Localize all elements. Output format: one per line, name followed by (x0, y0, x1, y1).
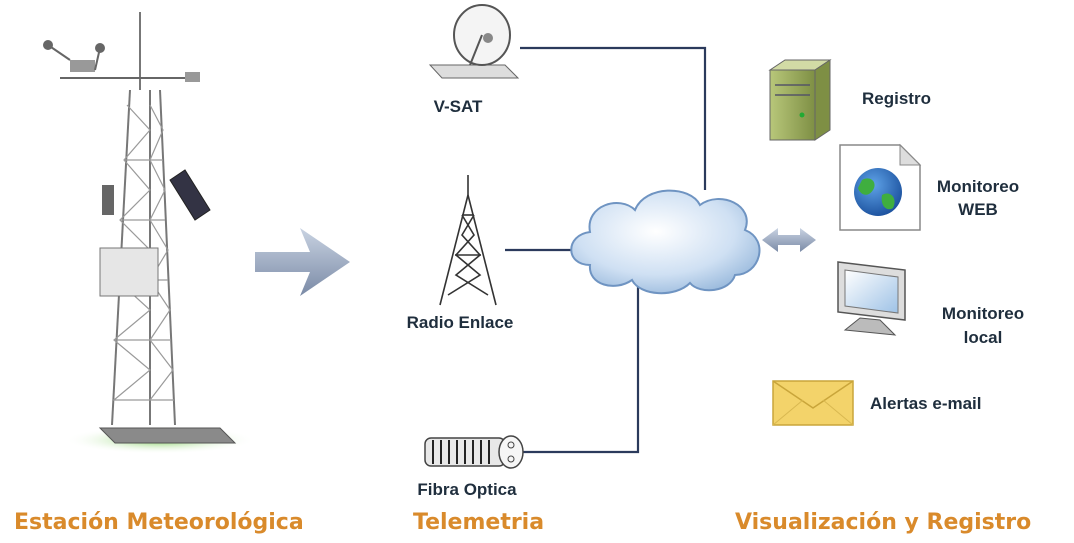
server-icon (768, 59, 832, 141)
radio-link-label: Radio Enlace (406, 313, 514, 332)
fiber-optic-label: Fibra Optica (417, 480, 517, 499)
monitoreo-local-label-line2: local (963, 328, 1003, 347)
monitor-icon (837, 261, 906, 336)
alertas-email-label: Alertas e-mail (870, 394, 982, 413)
flow-arrow-icon (255, 228, 350, 296)
section-station-title: Estación Meteorológica (14, 510, 304, 535)
cloud-network-icon (570, 189, 761, 295)
section-visualization-title: Visualización y Registro (735, 510, 1032, 535)
vsat-label: V-SAT (433, 97, 483, 116)
monitoreo-local-label-line1: Monitoreo (941, 304, 1025, 323)
web-document-icon (839, 143, 922, 231)
vsat-dish-icon (428, 4, 520, 79)
fiber-optic-icon (424, 435, 524, 469)
double-arrow-icon (762, 228, 816, 252)
section-telemetry-title: Telemetria (413, 510, 545, 535)
monitoreo-web-label-line1: Monitoreo (936, 177, 1020, 196)
registro-label: Registro (862, 89, 931, 108)
link-fiber (522, 285, 640, 454)
radio-tower-icon (439, 175, 497, 306)
monitoreo-web-label-line2: WEB (958, 200, 998, 219)
weather-station-icon (43, 12, 255, 454)
link-vsat (520, 46, 707, 190)
network-links (505, 46, 707, 454)
email-envelope-icon (772, 380, 854, 426)
